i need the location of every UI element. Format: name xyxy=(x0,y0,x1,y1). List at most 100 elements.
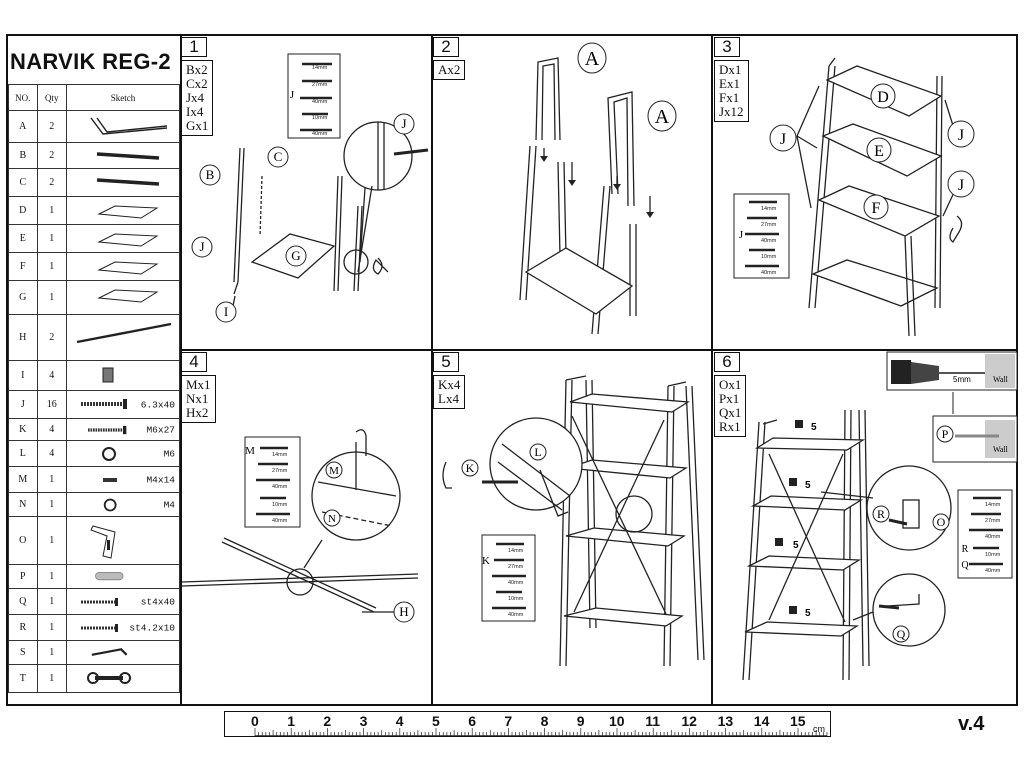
part-letter: I xyxy=(8,360,38,391)
step-6-illustration: 5mm Wall Wall 5 5 5 5 14mm 27mm xyxy=(742,351,1018,681)
part-quantity: 1 xyxy=(36,614,67,641)
part-spec: M4 xyxy=(163,499,175,510)
part-spec: M6x27 xyxy=(146,424,175,435)
step-3-illustration: 14mm 27mm 40mm 10mm 40mm D E F J J J J xyxy=(733,57,975,337)
step-2-parts: Ax2 xyxy=(433,60,466,80)
step-3-screw-size-3: 40mm xyxy=(761,238,777,244)
part-quantity: 1 xyxy=(36,492,67,517)
part-spec: st4x40 xyxy=(140,596,175,607)
column-divider-3 xyxy=(711,35,713,705)
step-6-label-5: R xyxy=(962,544,969,555)
step-4-label-1: M xyxy=(245,445,255,457)
step-1-label-1: B xyxy=(206,167,215,182)
step-5-illustration: 14mm 27mm 40mm 10mm 40mm K L K xyxy=(442,375,705,667)
tube-icon xyxy=(96,151,160,160)
step-3-label-3: F xyxy=(872,200,881,217)
part-sketch: 6.3x40 xyxy=(65,390,181,419)
part-sketch xyxy=(65,168,181,197)
step-3-screw-size-5: 40mm xyxy=(761,270,777,276)
ruler-number: 2 xyxy=(323,713,332,729)
foot-icon xyxy=(102,367,114,382)
step-4-screw-size-4: 10mm xyxy=(272,502,288,508)
step-4-label-2: M xyxy=(329,465,339,477)
step-6-screw-size-4: 10mm xyxy=(985,552,1001,558)
shelf-icon xyxy=(97,288,159,303)
step-2-label-2: A xyxy=(655,106,670,128)
step-4-screw-size-5: 40mm xyxy=(272,518,288,524)
part-quantity: 1 xyxy=(36,466,67,493)
part-quantity: 1 xyxy=(36,516,67,565)
ruler-number: 4 xyxy=(395,713,404,729)
step-6-screw-size-5: 40mm xyxy=(985,568,1001,574)
step-3-number: 3 xyxy=(714,37,740,57)
part-letter: G xyxy=(8,280,38,315)
ruler-number: 11 xyxy=(645,713,660,729)
screw-icon xyxy=(80,623,118,632)
dowel-icon xyxy=(95,571,124,580)
product-title: NARVIK REG-2 xyxy=(10,49,171,74)
step-6-label-6: Q xyxy=(961,560,969,571)
step-5-parts: Kx4 Lx4 xyxy=(433,375,466,409)
part-sketch xyxy=(65,564,181,589)
part-spec: st4.2x10 xyxy=(129,622,175,633)
part-sketch xyxy=(65,360,181,391)
row-divider xyxy=(180,349,1018,351)
part-sketch xyxy=(65,516,181,565)
ruler-number: 8 xyxy=(540,713,549,729)
step-1-screw-size-4: 10mm xyxy=(312,115,328,121)
part-letter: N xyxy=(8,492,38,517)
step-6-screw-size-1: 14mm xyxy=(985,502,1001,508)
step-2-number: 2 xyxy=(433,37,459,57)
column-divider-2 xyxy=(431,35,433,705)
step-5-screw-size-3: 40mm xyxy=(508,580,524,586)
step-6-label-1: R xyxy=(877,507,885,521)
step-6-label-3: Q xyxy=(897,627,906,641)
part-quantity: 2 xyxy=(36,142,67,169)
step-1-number: 1 xyxy=(181,37,207,57)
part-sketch xyxy=(65,110,181,143)
part-letter: M xyxy=(8,466,38,493)
part-sketch: st4.2x10 xyxy=(65,614,181,641)
step-5-screw-size-2: 27mm xyxy=(508,564,524,570)
rod-icon xyxy=(76,322,172,343)
step-6-load-1: 5 xyxy=(811,422,817,433)
part-sketch: M6 xyxy=(65,440,181,467)
part-quantity: 1 xyxy=(36,564,67,589)
part-sketch xyxy=(65,640,181,665)
step-6-wall-label-2: Wall xyxy=(993,445,1009,454)
part-letter: T xyxy=(8,664,38,693)
step-3-label-5: J xyxy=(958,127,964,144)
step-4-screw-size-1: 14mm xyxy=(272,452,288,458)
part-spec: M6 xyxy=(163,448,175,459)
part-sketch: M6x27 xyxy=(65,418,181,441)
bolt-icon xyxy=(80,398,127,409)
step-3-label-2: E xyxy=(874,143,884,160)
screw-icon xyxy=(80,597,118,606)
part-quantity: 1 xyxy=(36,640,67,665)
tube-icon xyxy=(96,177,160,186)
step-3-parts: Dx1 Ex1 Fx1 Jx12 xyxy=(714,60,749,122)
step-1-screw-size-1: 14mm xyxy=(312,65,328,71)
step-1-label-6: J xyxy=(401,116,406,131)
step-1-screw-size-2: 27mm xyxy=(312,82,328,88)
part-quantity: 1 xyxy=(36,588,67,615)
small-bolt-icon xyxy=(102,477,117,482)
step-4-parts: Mx1 Nx1 Hx2 xyxy=(181,375,216,423)
col-header-no: NO. xyxy=(8,84,38,111)
step-3-screw-size-2: 27mm xyxy=(761,222,777,228)
ruler-number: 10 xyxy=(609,713,625,729)
step-5-label-3: K xyxy=(482,555,490,567)
part-letter: K xyxy=(8,418,38,441)
ruler-number: 6 xyxy=(468,713,476,729)
